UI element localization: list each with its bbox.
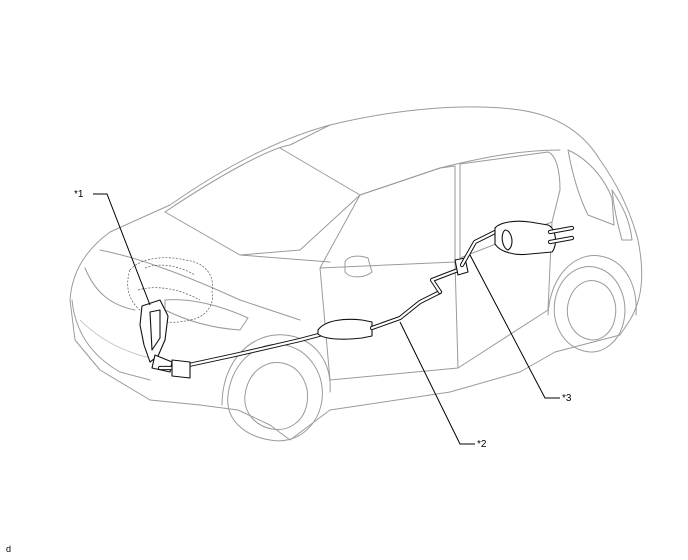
car-body [69, 106, 643, 442]
callout-leaders [93, 193, 560, 445]
callout-label-2: *2 [477, 439, 487, 450]
corner-mark: d [6, 544, 12, 554]
exhaust-system [139, 220, 575, 379]
center-exhaust-pipe [317, 318, 373, 340]
callout-label-3: *3 [562, 393, 572, 404]
leader-2 [399, 321, 475, 445]
leader-3 [469, 254, 560, 399]
callout-label-1: *1 [74, 189, 84, 200]
leader-1 [93, 193, 151, 306]
engine-outline [127, 257, 213, 323]
